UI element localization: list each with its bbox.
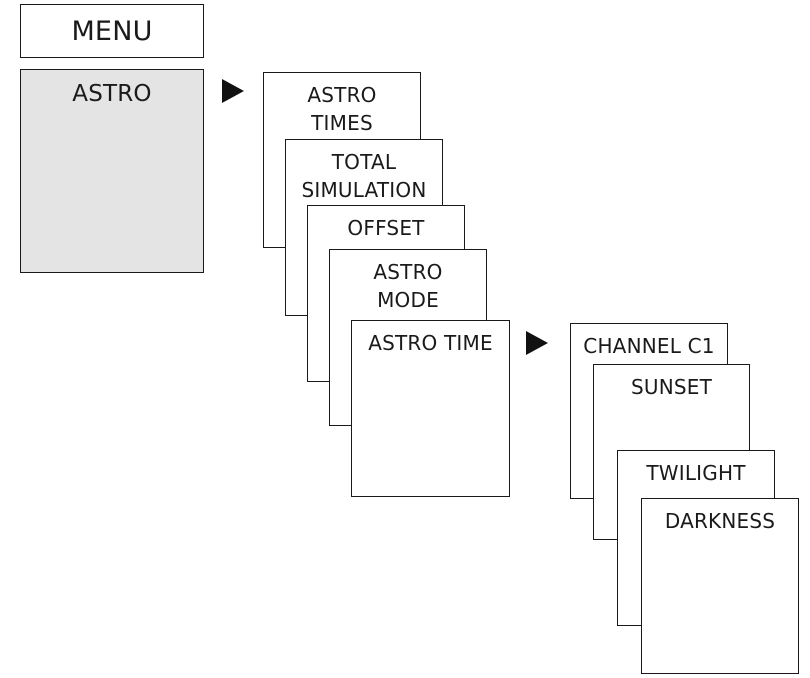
card-twilight-label: TWILIGHT <box>646 461 746 485</box>
card-astro-time[interactable]: ASTRO TIME <box>351 320 510 497</box>
card-channel-c1-label: CHANNEL C1 <box>583 334 715 358</box>
card-darkness-label: DARKNESS <box>664 509 776 533</box>
astro-menu-label: ASTRO <box>72 81 152 107</box>
play-arrow-icon <box>222 79 244 103</box>
play-arrow-icon <box>526 331 548 355</box>
card-astro-times-label: ASTRO TIMES <box>307 83 377 135</box>
card-offset-label: OFFSET <box>347 216 425 240</box>
astro-menu-item[interactable]: ASTRO <box>20 69 204 273</box>
card-sunset-label: SUNSET <box>630 375 713 399</box>
card-darkness[interactable]: DARKNESS <box>641 498 799 674</box>
card-astro-time-label: ASTRO TIME <box>368 331 493 355</box>
menu-title: MENU <box>71 16 153 47</box>
card-astro-mode-label: ASTRO MODE <box>373 260 443 312</box>
menu-header[interactable]: MENU <box>20 4 204 58</box>
card-total-simulation-label: TOTAL SIMULATION <box>301 150 427 202</box>
